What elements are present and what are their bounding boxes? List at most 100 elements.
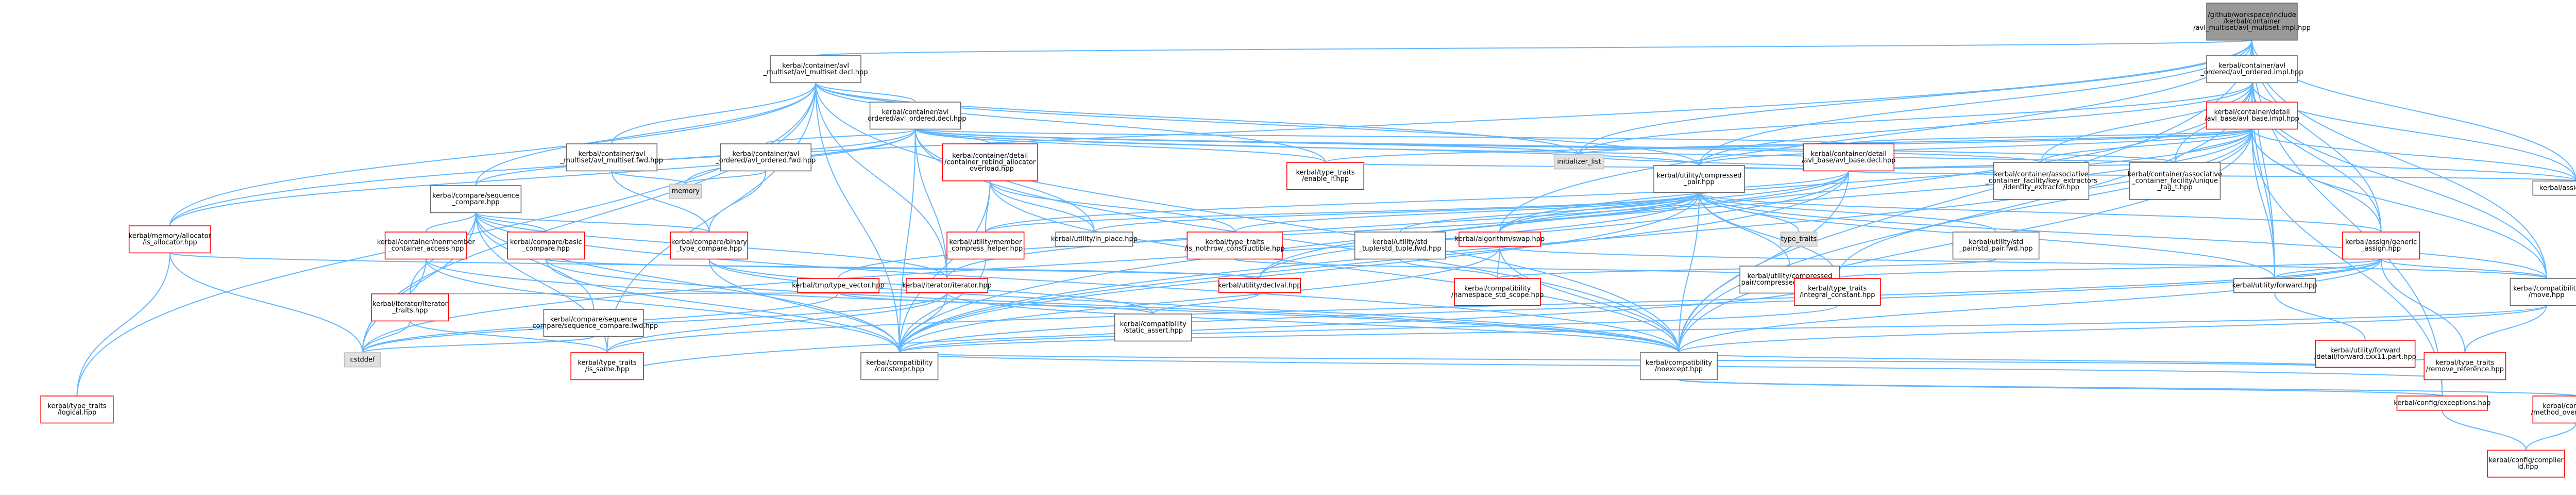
edge-integralconst-to-constexpr bbox=[899, 305, 1838, 353]
node-iterator[interactable]: kerbal/iterator/iterator.hpp bbox=[902, 278, 992, 293]
node-box-compressedpair bbox=[1653, 165, 1745, 193]
edge-compressedpair-to-stdpairfwd bbox=[1699, 192, 1997, 233]
edge-isallocator-to-logical bbox=[76, 253, 171, 397]
node-label-compressedpair-1: _pair.hpp bbox=[1683, 178, 1714, 186]
node-abdecl[interactable]: kerbal/container/detail/avl_base/avl_bas… bbox=[1802, 143, 1895, 172]
node-integralconst[interactable]: kerbal/type_traits/integral_constant.hpp bbox=[1793, 278, 1881, 306]
edge-amdecl-to-seqcompare bbox=[475, 82, 817, 186]
node-label-inplace-0: kerbal/utility/in_place.hpp bbox=[1051, 236, 1138, 243]
node-aodecl[interactable]: kerbal/container/avl_ordered/avl_ordered… bbox=[864, 102, 967, 130]
node-box-root bbox=[2206, 3, 2298, 41]
node-nsstd[interactable]: kerbal/compatibility/namespace_std_scope… bbox=[1451, 278, 1544, 306]
node-label-forwardcxx11-1: /detail/forward.cxx11.part.hpp bbox=[2314, 353, 2416, 361]
node-seqcompare[interactable]: kerbal/compare/sequence_compare.hpp bbox=[430, 185, 522, 213]
node-uniquetag[interactable]: kerbal/container/associative_container_f… bbox=[2128, 162, 2222, 200]
node-itertraits[interactable]: kerbal/iterator/iterator_traits.hpp bbox=[371, 293, 449, 322]
node-isallocator[interactable]: kerbal/memory/allocator/is_allocator.hpp bbox=[129, 225, 212, 254]
node-stdpairfwd[interactable]: kerbal/utility/std_pair/std_pair.fwd.hpp bbox=[1952, 232, 2040, 260]
edge-genericassign-to-constexpr bbox=[899, 259, 2382, 353]
node-issame[interactable]: kerbal/type_traits/is_same.hpp bbox=[570, 352, 644, 381]
node-compilerid[interactable]: kerbal/config/compiler_id.hpp bbox=[2487, 450, 2565, 478]
node-amdecl[interactable]: kerbal/container/avl_multiset/avl_multis… bbox=[763, 55, 868, 84]
node-keyextract[interactable]: kerbal/container/associative_container_f… bbox=[1985, 162, 2097, 200]
node-cstddef[interactable]: cstddef bbox=[344, 352, 381, 368]
node-seqcomparefwd[interactable]: kerbal/compare/sequence_compare/sequence… bbox=[529, 309, 658, 337]
node-box-methodoverload bbox=[2532, 395, 2576, 424]
node-bintype[interactable]: kerbal/compare/binary_type_compare.hpp bbox=[670, 232, 748, 260]
node-label-seqcomparefwd-0: kerbal/compare/sequence bbox=[550, 316, 637, 324]
node-rebind[interactable]: kerbal/container/detail/container_rebind… bbox=[942, 143, 1038, 182]
node-box-nothrowcons bbox=[1187, 232, 1283, 260]
node-exceptions[interactable]: kerbal/config/exceptions.hpp bbox=[2394, 395, 2490, 411]
node-label-enabletype-0: kerbal/type_traits bbox=[1296, 169, 1354, 177]
node-label-seqcomparefwd-1: _compare/sequence_compare.fwd.hpp bbox=[529, 322, 658, 330]
node-label-logical-0: kerbal/type_traits bbox=[47, 403, 106, 410]
edge-abimpl-to-abdecl bbox=[1848, 128, 2253, 144]
node-label-root-0: /github/workspace/include bbox=[2208, 11, 2296, 19]
node-removeref[interactable]: kerbal/type_traits/remove_reference.hpp bbox=[2424, 352, 2506, 381]
node-compressedpair[interactable]: kerbal/utility/compressed_pair.hpp bbox=[1653, 165, 1745, 193]
node-forwardcxx11[interactable]: kerbal/utility/forward/detail/forward.cx… bbox=[2314, 340, 2416, 368]
node-label-memcompare-0: kerbal/container/nonmember bbox=[377, 239, 476, 246]
node-box-keyextract bbox=[1993, 162, 2090, 200]
node-box-amfwd bbox=[566, 143, 658, 172]
node-initlist[interactable]: initializer_list bbox=[1553, 154, 1605, 170]
edge-compressedpair-to-integralconst bbox=[1699, 192, 1838, 279]
node-constexpr[interactable]: kerbal/compatibility/constexpr.hpp bbox=[860, 352, 939, 381]
node-box-memcomp bbox=[946, 232, 1025, 260]
node-noexcept[interactable]: kerbal/compatibility/noexcept.hpp bbox=[1639, 352, 1718, 381]
edge-iterator-to-constexpr bbox=[899, 292, 948, 353]
node-nothrowcons[interactable]: kerbal/type_traits/is_nothrow_constructi… bbox=[1184, 232, 1285, 260]
edge-amdecl-to-iterator bbox=[815, 82, 948, 279]
node-tuplefwd[interactable]: kerbal/utility/std_tuple/std_tuple.fwd.h… bbox=[1354, 232, 1446, 260]
edge-methodoverload-to-compilerid bbox=[2526, 423, 2576, 451]
edge-noexcept-to-exceptions bbox=[1678, 379, 2443, 397]
node-utilforward[interactable]: kerbal/utility/forward.hpp bbox=[2232, 278, 2317, 293]
node-memcomp[interactable]: kerbal/utility/member_compress_helper.hp… bbox=[946, 232, 1025, 260]
node-basiccompare[interactable]: kerbal/compare/basic_compare.hpp bbox=[507, 232, 585, 260]
node-label-compatmove-1: /move.hpp bbox=[2529, 291, 2565, 299]
node-label-compatmove-0: kerbal/compatibility bbox=[2513, 285, 2576, 293]
node-enabletype[interactable]: kerbal/type_traits/enable_if.hpp bbox=[1286, 162, 1365, 190]
node-box-amdecl bbox=[770, 55, 861, 84]
node-label-noexcept-0: kerbal/compatibility bbox=[1646, 359, 1712, 367]
edge-bintype-to-constexpr bbox=[708, 259, 900, 353]
node-iterswap[interactable]: kerbal/algorithm/swap.hpp bbox=[1455, 232, 1545, 247]
node-abimpl[interactable]: kerbal/container/detail/avl_base/avl_bas… bbox=[2205, 102, 2299, 130]
node-label-declval-0: kerbal/utility/declval.hpp bbox=[1218, 282, 1301, 290]
node-declval[interactable]: kerbal/utility/declval.hpp bbox=[1218, 278, 1301, 293]
node-aoimpl[interactable]: kerbal/container/avl_ordered/avl_ordered… bbox=[2200, 55, 2303, 84]
node-compatmove[interactable]: kerbal/compatibility/move.hpp bbox=[2510, 278, 2576, 306]
node-box-constexpr bbox=[860, 352, 939, 381]
node-memory[interactable]: memory bbox=[669, 184, 702, 199]
node-assignlist[interactable]: kerbal/assign/ilist.hpp bbox=[2532, 180, 2576, 196]
node-label-abimpl-1: /avl_base/avl_base.impl.hpp bbox=[2205, 115, 2299, 123]
node-label-aoimpl-0: kerbal/container/avl bbox=[2218, 62, 2285, 70]
node-memcompare[interactable]: kerbal/container/nonmember_container_acc… bbox=[377, 232, 476, 260]
edge-isallocator-to-cstddef bbox=[169, 253, 363, 353]
node-amfwd[interactable]: kerbal/container/avl_multiset/avl_multis… bbox=[560, 143, 663, 172]
node-tmptype[interactable]: kerbal/tmp/type_vector.hpp bbox=[792, 278, 885, 293]
node-label-root-2: /avl_multiset/avl_multiset.impl.hpp bbox=[2193, 24, 2311, 32]
node-root[interactable]: /github/workspace/include/kerbal/contain… bbox=[2193, 3, 2311, 41]
node-genericassign[interactable]: kerbal/assign/generic_assign.hpp bbox=[2342, 232, 2420, 260]
edge-basiccompare-to-noexcept bbox=[545, 259, 1680, 353]
edge-amdecl-to-isallocator bbox=[169, 82, 817, 226]
node-methodoverload[interactable]: kerbal/compatibility/method_overload_tag… bbox=[2531, 395, 2576, 424]
node-label-abdecl-1: /avl_base/avl_base.decl.hpp bbox=[1802, 157, 1895, 164]
node-aofwd[interactable]: kerbal/container/avl_ordered/avl_ordered… bbox=[715, 143, 816, 172]
edge-seqcompare-to-constexpr bbox=[475, 212, 900, 353]
edge-abimpl-to-assignlist bbox=[2251, 129, 2576, 182]
node-staticassert[interactable]: kerbal/compatibility/static_assert.hpp bbox=[1114, 314, 1192, 342]
node-label-basiccompare-0: kerbal/compare/basic bbox=[510, 239, 582, 246]
node-label-integralconst-0: kerbal/type_traits bbox=[1808, 285, 1867, 293]
node-logical[interactable]: kerbal/type_traits/logical.hpp bbox=[40, 395, 114, 424]
node-box-compilerid bbox=[2487, 450, 2565, 478]
node-inplace[interactable]: kerbal/utility/in_place.hpp bbox=[1051, 232, 1138, 247]
edge-iterswap-to-compatmove bbox=[1499, 245, 2547, 279]
edge-aofwd-to-memory bbox=[685, 170, 767, 185]
node-box-compatmove bbox=[2510, 278, 2576, 306]
edge-seqcompare-to-bintype bbox=[475, 212, 710, 233]
node-typetraits[interactable]: type_traits bbox=[1780, 232, 1818, 247]
node-label-assignlist-0: kerbal/assign/ilist.hpp bbox=[2539, 185, 2576, 192]
